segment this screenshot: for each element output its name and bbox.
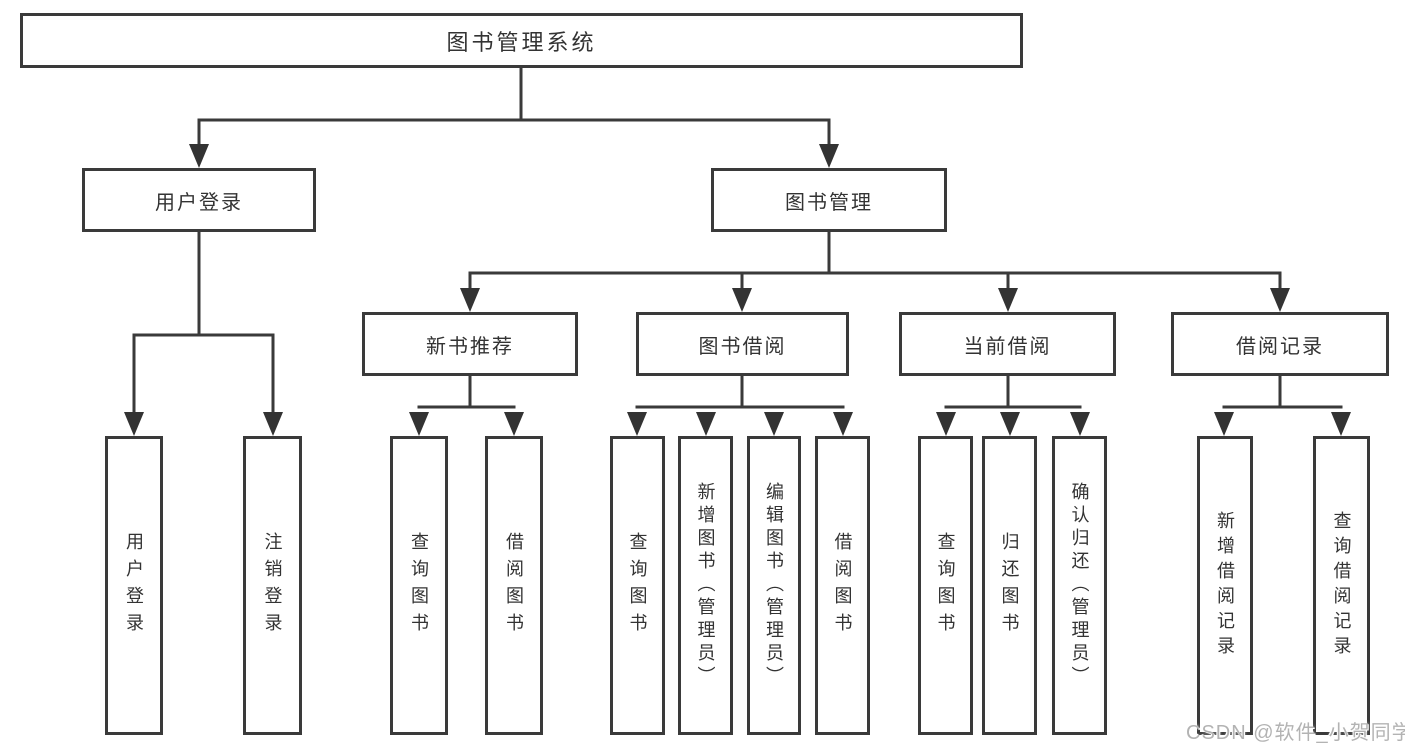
leaf-confirm-return-admin: 确认归还（管理员） bbox=[1052, 436, 1107, 735]
leaf-query-borrow-record: 查询借阅记录 bbox=[1313, 436, 1370, 735]
leaf-add-borrow-record: 新增借阅记录 bbox=[1197, 436, 1253, 735]
node-label: 图书管理 bbox=[785, 191, 873, 214]
node-current-borrowing: 当前借阅 bbox=[899, 312, 1116, 376]
leaf-return-books: 归还图书 bbox=[982, 436, 1037, 735]
node-book-management: 图书管理 bbox=[711, 168, 947, 232]
node-label: 查询借阅记录 bbox=[1331, 510, 1352, 661]
leaf-borrow-books-1: 借阅图书 bbox=[485, 436, 543, 735]
node-user-login: 用户登录 bbox=[82, 168, 316, 232]
leaf-query-books-2: 查询图书 bbox=[610, 436, 665, 735]
leaf-add-books-admin: 新增图书（管理员） bbox=[678, 436, 733, 735]
csdn-watermark: CSDN @软件_小贺同学 bbox=[1186, 722, 1405, 744]
node-label: 注销登录 bbox=[262, 531, 283, 640]
leaf-query-books-3: 查询图书 bbox=[918, 436, 973, 735]
node-label: 借阅图书 bbox=[832, 531, 853, 640]
connector-records-to-leaves bbox=[1214, 376, 1351, 436]
connector-bookmgmt-to-level2 bbox=[460, 232, 1290, 312]
connector-usermgmt-to-leaves bbox=[124, 232, 283, 436]
connector-borrow-to-leaves bbox=[627, 376, 853, 436]
leaf-user-login: 用户登录 bbox=[105, 436, 163, 735]
leaf-query-books-1: 查询图书 bbox=[390, 436, 448, 735]
leaf-logout: 注销登录 bbox=[243, 436, 302, 735]
node-book-borrowing: 图书借阅 bbox=[636, 312, 849, 376]
node-label: 当前借阅 bbox=[963, 335, 1052, 358]
node-new-book-recommend: 新书推荐 bbox=[362, 312, 578, 376]
leaf-edit-books-admin: 编辑图书（管理员） bbox=[747, 436, 801, 735]
node-label: 图书管理系统 bbox=[446, 29, 597, 55]
node-label: 确认归还（管理员） bbox=[1069, 482, 1090, 689]
node-label: 用户登录 bbox=[124, 531, 144, 640]
node-label: 借阅图书 bbox=[504, 531, 524, 640]
node-label: 新书推荐 bbox=[426, 335, 514, 358]
node-label: 新增图书（管理员） bbox=[695, 482, 716, 689]
node-label: 查询图书 bbox=[627, 531, 648, 640]
node-label: 查询图书 bbox=[409, 531, 429, 640]
connector-root-to-level1 bbox=[189, 68, 839, 168]
node-label: 新增借阅记录 bbox=[1215, 510, 1235, 661]
node-label: 归还图书 bbox=[999, 531, 1020, 640]
leaf-borrow-books-2: 借阅图书 bbox=[815, 436, 870, 735]
node-label: 图书借阅 bbox=[698, 335, 787, 358]
node-label: 编辑图书（管理员） bbox=[764, 482, 784, 689]
node-library-management-system: 图书管理系统 bbox=[20, 13, 1023, 68]
node-label: 用户登录 bbox=[155, 191, 243, 214]
node-label: 查询图书 bbox=[935, 531, 956, 640]
connector-current-to-leaves bbox=[936, 376, 1090, 436]
node-label: 借阅记录 bbox=[1236, 335, 1324, 358]
connector-newbooks-to-leaves bbox=[409, 376, 524, 436]
node-borrow-records: 借阅记录 bbox=[1171, 312, 1389, 376]
